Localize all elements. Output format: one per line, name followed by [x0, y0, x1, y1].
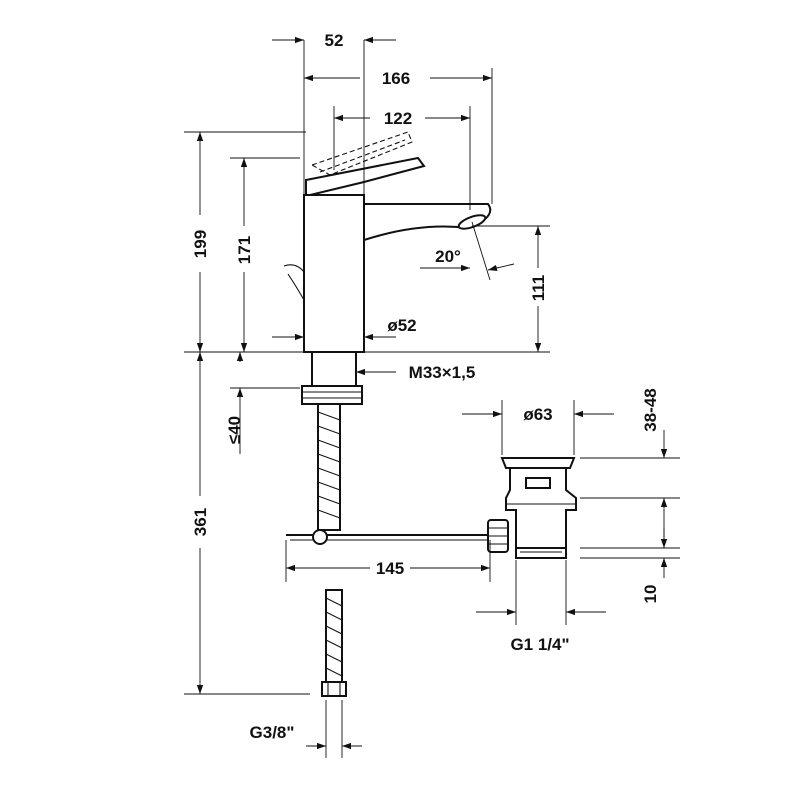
mounting-nut	[301, 385, 363, 405]
popup-rod-handle	[283, 264, 305, 303]
drain-assembly	[286, 457, 577, 559]
label-drain-diameter: ø63	[523, 405, 552, 424]
label-spout-angle: 20°	[435, 247, 461, 266]
label-lever-reach: 122	[384, 109, 412, 128]
label-base-diameter: ø52	[387, 316, 416, 335]
supply-hose	[325, 589, 343, 683]
label-thread: M33×1,5	[409, 363, 476, 382]
extension-lines	[184, 40, 680, 758]
drain-slot	[525, 477, 551, 489]
label-hose-length: 361	[191, 508, 210, 536]
label-pull-rod-length: 145	[376, 559, 404, 578]
label-top-width: 52	[325, 31, 344, 50]
dimension-lines	[196, 36, 668, 750]
dimension-labels: 52 166 122 199 171 20° 111 ø52 M33×1,5 ≤…	[191, 31, 660, 742]
base-collar	[311, 351, 357, 387]
lever-raised-outline-inner	[319, 139, 406, 173]
hose-fitting	[321, 681, 347, 697]
label-outlet-height: 111	[529, 275, 548, 302]
angle-ref-line	[471, 221, 491, 281]
rod-hatching	[317, 411, 341, 519]
faucet-column	[303, 194, 365, 353]
lever-handle	[305, 156, 426, 198]
label-overall-height: 199	[191, 230, 210, 258]
label-hose-connection: G3/8"	[250, 723, 295, 742]
lever-raised-outline	[310, 131, 413, 176]
drain-cap	[500, 457, 576, 469]
label-spout-height: 171	[235, 236, 254, 264]
label-deck-thickness: ≤40	[225, 416, 244, 444]
label-drain-thread-height: 10	[641, 585, 660, 604]
label-overall-reach: 166	[382, 69, 410, 88]
drain-thread	[515, 547, 567, 559]
rod-pivot	[312, 529, 328, 545]
hose-hatching	[325, 597, 343, 677]
label-drain-range: 38-48	[641, 388, 660, 431]
faucet-body	[283, 131, 492, 697]
label-drain-thread: G1 1/4"	[510, 635, 569, 654]
